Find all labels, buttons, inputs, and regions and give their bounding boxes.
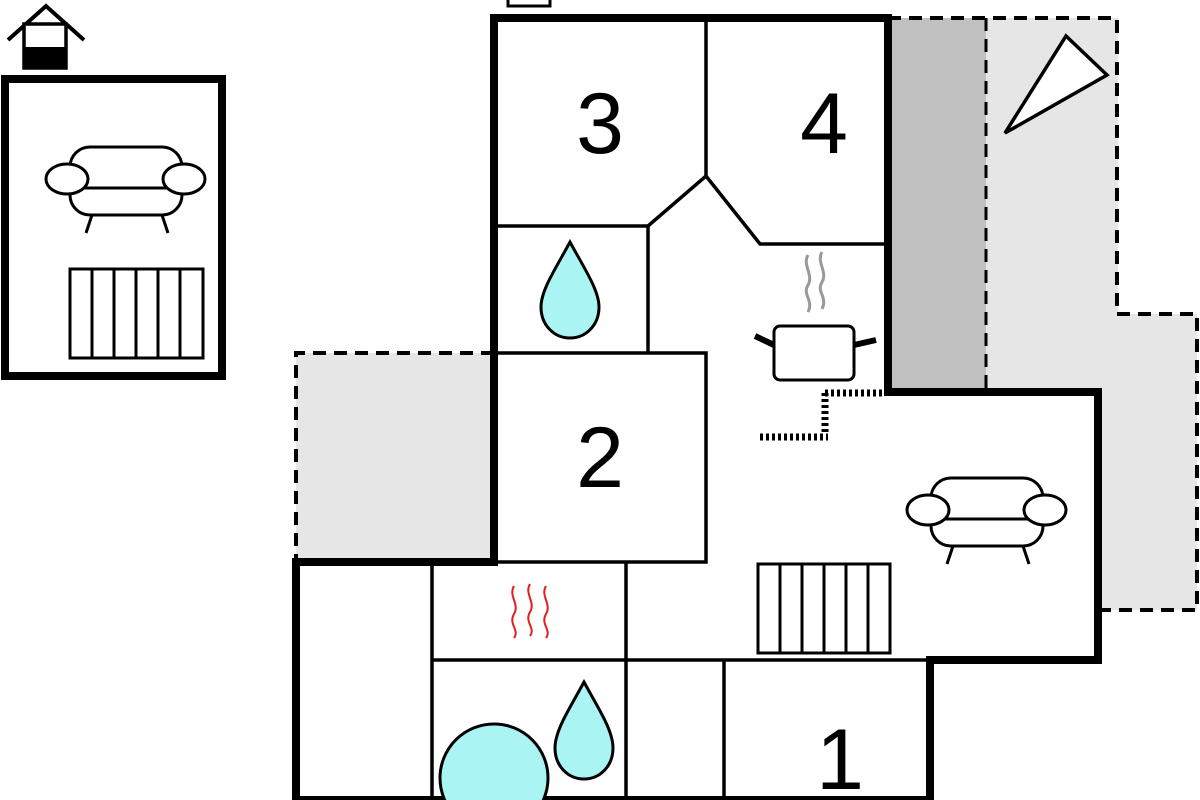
sauna-heat-icon bbox=[511, 583, 549, 639]
room-number-4: 4 bbox=[800, 76, 848, 172]
sofa-icon bbox=[44, 145, 207, 234]
water-drop-icon bbox=[539, 238, 601, 340]
sofa-icon bbox=[905, 476, 1068, 565]
interior-walls bbox=[430, 18, 930, 800]
radiator-icon bbox=[756, 562, 892, 655]
entrance-marker bbox=[506, 0, 552, 8]
water-drop-icon bbox=[553, 678, 615, 781]
terrace-left bbox=[294, 351, 494, 558]
north-arrow-icon bbox=[1003, 33, 1110, 135]
fireplace-icon bbox=[760, 389, 884, 441]
house-icon bbox=[6, 3, 86, 70]
radiator-icon bbox=[68, 267, 205, 360]
room-number-3: 3 bbox=[576, 76, 624, 172]
room-number-2: 2 bbox=[576, 410, 624, 506]
cooking-pot-icon bbox=[753, 251, 877, 382]
room-number-1: 1 bbox=[816, 712, 864, 800]
pool-icon bbox=[438, 722, 550, 800]
